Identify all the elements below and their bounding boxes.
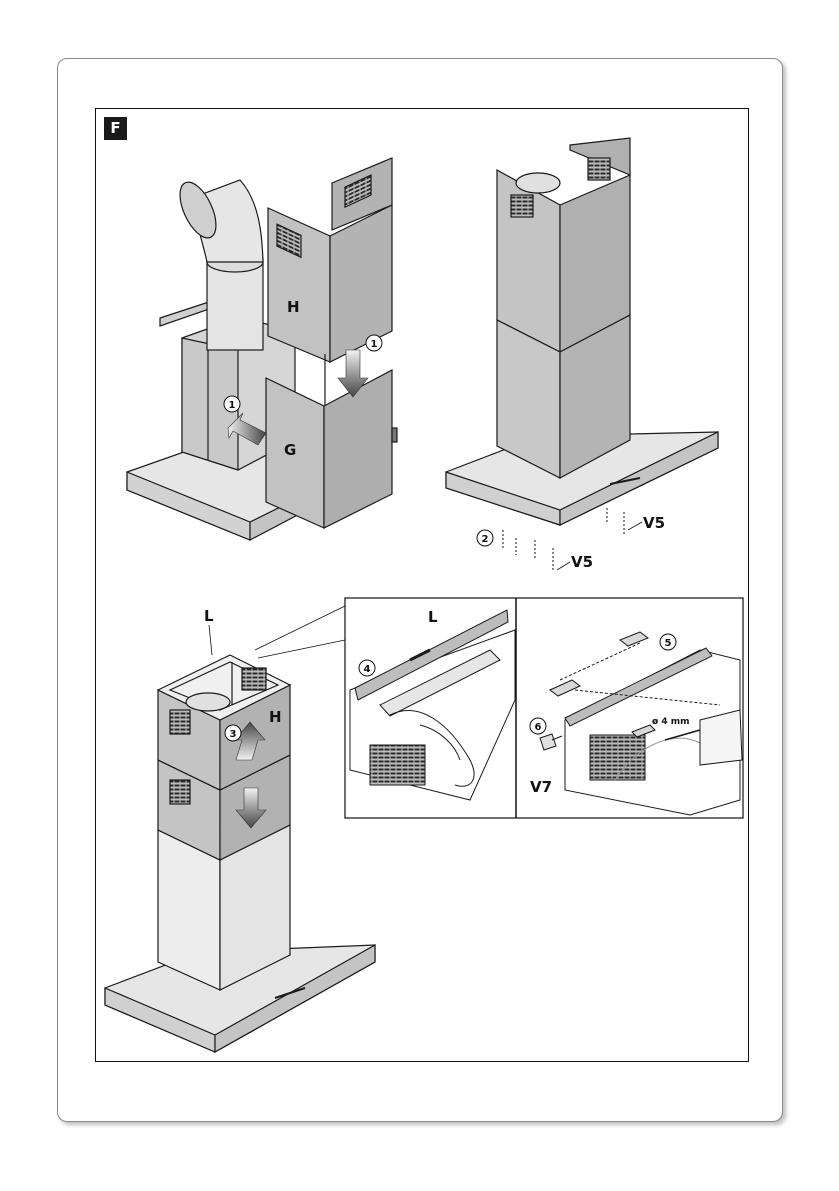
- step-1-marker-b: 1: [366, 335, 382, 351]
- svg-text:1: 1: [371, 339, 378, 350]
- label-l-2: L: [428, 608, 438, 626]
- svg-text:6: 6: [535, 722, 542, 733]
- step-2-marker: 2: [477, 530, 493, 546]
- step-5-marker: 5: [660, 634, 676, 650]
- svg-text:3: 3: [230, 729, 237, 740]
- step-1-marker-a: 1: [224, 396, 240, 412]
- svg-text:1: 1: [229, 400, 236, 411]
- label-l-1: L: [204, 607, 214, 625]
- label-h-2: H: [269, 708, 282, 726]
- step3-full-hood: [105, 655, 375, 1052]
- step1-assembly: [127, 158, 397, 540]
- step-4-marker: 4: [359, 660, 375, 676]
- step2-assembled-hood: [446, 138, 718, 525]
- label-h-1: H: [287, 298, 300, 316]
- label-g: G: [284, 441, 296, 459]
- label-drill-size: ø 4 mm: [652, 717, 689, 727]
- label-v5-bottom: V5: [571, 553, 593, 571]
- svg-text:4: 4: [364, 664, 371, 675]
- label-v5-right: V5: [643, 514, 665, 532]
- label-v7: V7: [530, 778, 552, 796]
- svg-text:2: 2: [482, 534, 489, 545]
- step-6-marker: 6: [530, 718, 546, 734]
- step-3-marker: 3: [225, 725, 241, 741]
- svg-text:5: 5: [665, 638, 672, 649]
